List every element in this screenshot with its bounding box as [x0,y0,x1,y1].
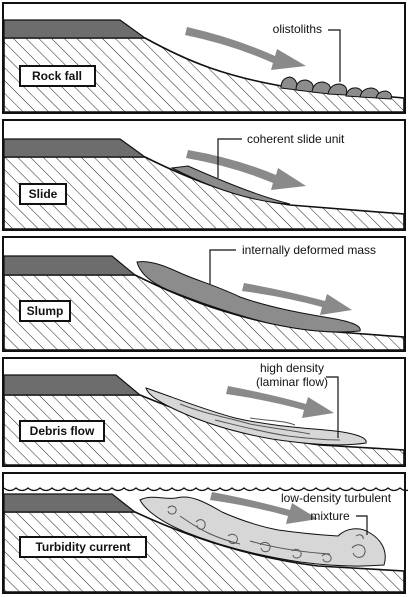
annotation-turbidity-line1: low-density turbulent [281,491,392,505]
movement-arrow [186,150,306,190]
shelf-cap [3,374,142,396]
sea-surface-line [3,487,408,492]
panel-frame [2,2,406,114]
turbulent-streak [179,515,331,555]
label-box-slump [19,300,71,322]
movement-arrow [210,492,318,524]
olistoliths-leader [328,29,341,82]
olistolith-blocks [280,76,392,100]
turbulent-eddies [167,505,366,563]
annotation-coherent-slide-unit: coherent slide unit [247,132,345,146]
coherent-slide-unit [170,165,291,205]
label-rock-fall: Rock fall [32,69,82,83]
label-turbidity-current: Turbidity current [35,540,130,554]
slide-unit-leader [217,138,242,178]
debris-flow-leader [326,376,339,438]
deformed-mass-leader [209,249,236,284]
panel-rock-fall: olistoliths Rock fall [2,2,406,114]
internally-deformed-mass [136,261,361,333]
panel-frame [2,119,406,231]
seafloor-slope [3,511,405,593]
annotation-internally-deformed-mass: internally deformed mass [242,243,376,257]
laminar-streak [249,417,296,426]
shelf-cap [3,19,147,39]
debris-flow-mass [145,387,367,446]
panel-slump: internally deformed mass Slump [2,236,406,352]
label-box-slide [19,183,67,205]
label-slump: Slump [27,304,64,318]
panel-debris-flow: high density (laminar flow) Debris flow [2,357,406,467]
laminar-streak [214,419,341,441]
laminar-streak [179,403,311,435]
annotation-debris-flow-line1: high density [260,361,324,375]
panel-frame [2,472,406,594]
label-box-debris-flow [19,420,105,442]
label-slide: Slide [29,187,58,201]
label-box-turbidity-current [19,536,147,558]
panel-slide: coherent slide unit Slide [2,119,406,231]
panel-frame [2,236,406,352]
panel-turbidity-current: low-density turbulent mixture Turbidity … [2,472,408,594]
label-debris-flow: Debris flow [30,424,95,438]
annotation-turbidity-line2: mixture [310,509,350,523]
movement-arrow [226,386,334,418]
label-box-rock-fall [19,65,96,87]
movement-arrow [185,27,306,70]
turbidity-current-mixture [139,496,386,567]
movement-arrow [242,283,352,315]
panel-frame [2,357,406,467]
annotation-olistoliths: olistoliths [273,22,322,36]
shelf-cap [3,493,137,513]
annotation-debris-flow-line2: (laminar flow) [256,375,328,389]
shelf-cap [3,255,137,276]
shelf-cap [3,138,147,158]
turbidity-leader [356,515,368,535]
